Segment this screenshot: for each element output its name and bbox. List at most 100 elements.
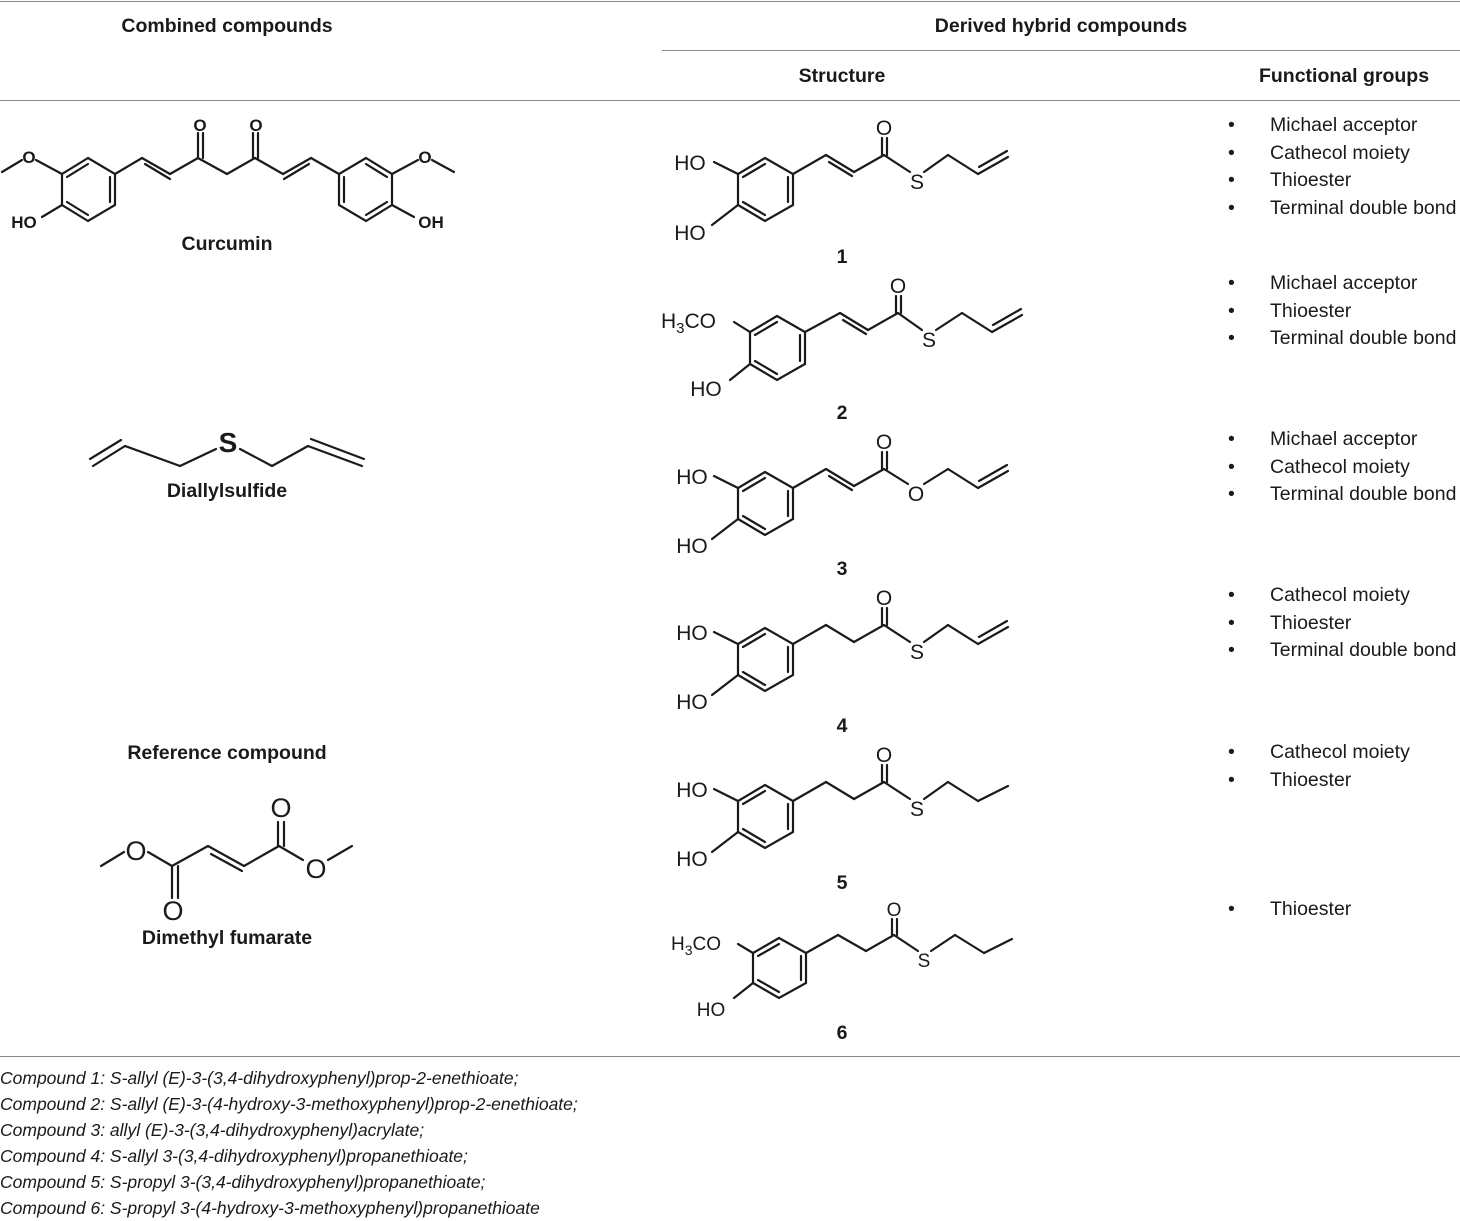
curcumin-ketone-o1: O <box>193 116 206 135</box>
reference-compound-heading: Reference compound <box>127 742 327 764</box>
compound-number-1: 1 <box>836 246 848 268</box>
hybrid-1-ho-bottom: HO <box>674 222 706 245</box>
footnote-3: Compound 3: allyl (E)-3-(3,4-dihydroxyph… <box>0 1120 425 1140</box>
functional-group-label: Cathecol moiety <box>1270 584 1410 606</box>
curcumin-o-right: O <box>418 148 431 167</box>
curcumin-label: Curcumin <box>181 233 273 255</box>
bullet-icon: • <box>1228 584 1235 606</box>
hybrid-3-o-ester: O <box>908 483 924 506</box>
bullet-icon: • <box>1228 141 1235 164</box>
fumarate-o-carbonyl-right: O <box>270 793 291 823</box>
derived-underline-rule <box>662 50 1460 51</box>
hybrid-6-s-atom: S <box>918 951 931 972</box>
fumarate-o-methoxy-left: O <box>125 836 146 866</box>
functional-group-label: Terminal double bond <box>1270 639 1457 661</box>
functional-group-label: Thioester <box>1270 169 1352 191</box>
bullet-icon: • <box>1228 196 1235 219</box>
compound-number-5: 5 <box>836 872 848 894</box>
hybrid-5-structure: O S HO HO <box>676 744 1010 871</box>
hybrid-4-o-carbonyl: O <box>876 587 892 610</box>
functional-group-label: Cathecol moiety <box>1270 741 1410 763</box>
diallylsulfide-label: Diallylsulfide <box>166 480 288 502</box>
bullet-icon: • <box>1228 327 1235 349</box>
top-rule <box>0 1 1460 2</box>
hybrid-2-s-atom: S <box>922 329 936 352</box>
hybrid-4-ho-bottom: HO <box>676 691 708 714</box>
functional-group-label: Terminal double bond <box>1270 327 1457 349</box>
functional-group-label: Cathecol moiety <box>1270 141 1410 164</box>
bullet-icon: • <box>1228 768 1235 791</box>
bullet-icon: • <box>1228 611 1235 634</box>
hybrid-1-structure: O S HO HO <box>674 117 1010 245</box>
curcumin-o-left: O <box>22 148 35 167</box>
footnotes: Compound 1: S-allyl (E)-3-(3,4-dihydroxy… <box>0 1065 578 1221</box>
functional-group-label: Michael acceptor <box>1270 428 1418 450</box>
functional-group-label: Cathecol moiety <box>1270 455 1410 478</box>
functional-group-label: Thioester <box>1270 898 1352 920</box>
functional-group-label: Terminal double bond <box>1270 196 1457 219</box>
header-combined-compounds: Combined compounds <box>121 15 333 37</box>
hybrid-1-s-atom: S <box>910 171 924 194</box>
hybrid-6-ho: HO <box>697 1000 726 1021</box>
bullet-icon: • <box>1228 428 1235 450</box>
hybrid-2-ho: HO <box>690 378 722 401</box>
fumarate-o-carbonyl-left: O <box>162 896 183 926</box>
header-functional-groups: Functional groups <box>1258 65 1430 87</box>
hybrid-2-structure: O S H3CO HO <box>661 275 1024 401</box>
functional-group-label: Michael acceptor <box>1270 114 1418 136</box>
table-bottom-rule <box>0 1056 1460 1057</box>
hybrid-6-h3co: H3CO <box>671 934 721 958</box>
dimethyl-fumarate-structure: O O O O <box>99 793 354 926</box>
bullet-icon: • <box>1228 483 1235 505</box>
functional-group-label: Thioester <box>1270 768 1352 791</box>
hybrid-1-o-carbonyl: O <box>876 117 892 140</box>
hybrid-3-ho-top: HO <box>676 466 708 489</box>
curcumin-oh-right: OH <box>418 213 444 232</box>
footnote-6: Compound 6: S-propyl 3-(4-hydroxy-3-meth… <box>0 1198 540 1218</box>
bullet-icon: • <box>1228 639 1235 661</box>
functional-group-label: Thioester <box>1270 611 1352 634</box>
hybrid-2-h3co: H3CO <box>661 310 716 337</box>
hybrid-5-o-carbonyl: O <box>876 744 892 767</box>
dimethyl-fumarate-label: Dimethyl fumarate <box>141 927 313 949</box>
hybrid-3-o-carbonyl: O <box>876 431 892 454</box>
hybrid-5-ho-bottom: HO <box>676 848 708 871</box>
hybrid-6-o-carbonyl: O <box>887 900 902 921</box>
functional-group-label: Terminal double bond <box>1270 483 1457 505</box>
hybrid-4-s-atom: S <box>910 641 924 664</box>
curcumin-structure: O O O O HO OH <box>0 116 456 232</box>
hybrid-1-ho-top: HO <box>674 152 706 175</box>
hybrid-3-structure: O O HO HO <box>676 431 1010 558</box>
diallylsulfide-structure: S <box>88 427 366 468</box>
hybrid-4-structure: O S HO HO <box>676 587 1010 714</box>
hybrid-2-o-carbonyl: O <box>890 275 906 298</box>
header-bottom-rule <box>0 100 1460 101</box>
footnote-2: Compound 2: S-allyl (E)-3-(4-hydroxy-3-m… <box>0 1094 578 1114</box>
bullet-icon: • <box>1228 299 1235 322</box>
header-structure: Structure <box>798 65 886 87</box>
compound-number-4: 4 <box>836 715 848 737</box>
bullet-icon: • <box>1228 114 1235 136</box>
diallylsulfide-s-atom: S <box>219 427 238 458</box>
curcumin-ho-left: HO <box>11 213 37 232</box>
hybrid-4-ho-top: HO <box>676 622 708 645</box>
fumarate-o-methoxy-right: O <box>305 854 326 884</box>
hybrid-5-s-atom: S <box>910 798 924 821</box>
functional-group-label: Michael acceptor <box>1270 272 1418 294</box>
footnote-5: Compound 5: S-propyl 3-(3,4-dihydroxyphe… <box>0 1172 486 1192</box>
compound-number-2: 2 <box>836 402 848 424</box>
compound-number-6: 6 <box>836 1022 848 1044</box>
footnote-4: Compound 4: S-allyl 3-(3,4-dihydroxyphen… <box>0 1146 468 1166</box>
functional-group-label: Thioester <box>1270 299 1352 322</box>
bullet-icon: • <box>1228 455 1235 478</box>
header-derived-hybrid-compounds: Derived hybrid compounds <box>934 15 1188 37</box>
compound-number-3: 3 <box>836 558 848 580</box>
bullet-icon: • <box>1228 169 1235 191</box>
bullet-icon: • <box>1228 272 1235 294</box>
bullet-icon: • <box>1228 898 1235 920</box>
hybrid-3-ho-bottom: HO <box>676 535 708 558</box>
curcumin-ketone-o2: O <box>249 116 262 135</box>
footnote-1: Compound 1: S-allyl (E)-3-(3,4-dihydroxy… <box>0 1068 519 1088</box>
hybrid-6-structure: O S H3CO HO <box>671 900 1014 1021</box>
